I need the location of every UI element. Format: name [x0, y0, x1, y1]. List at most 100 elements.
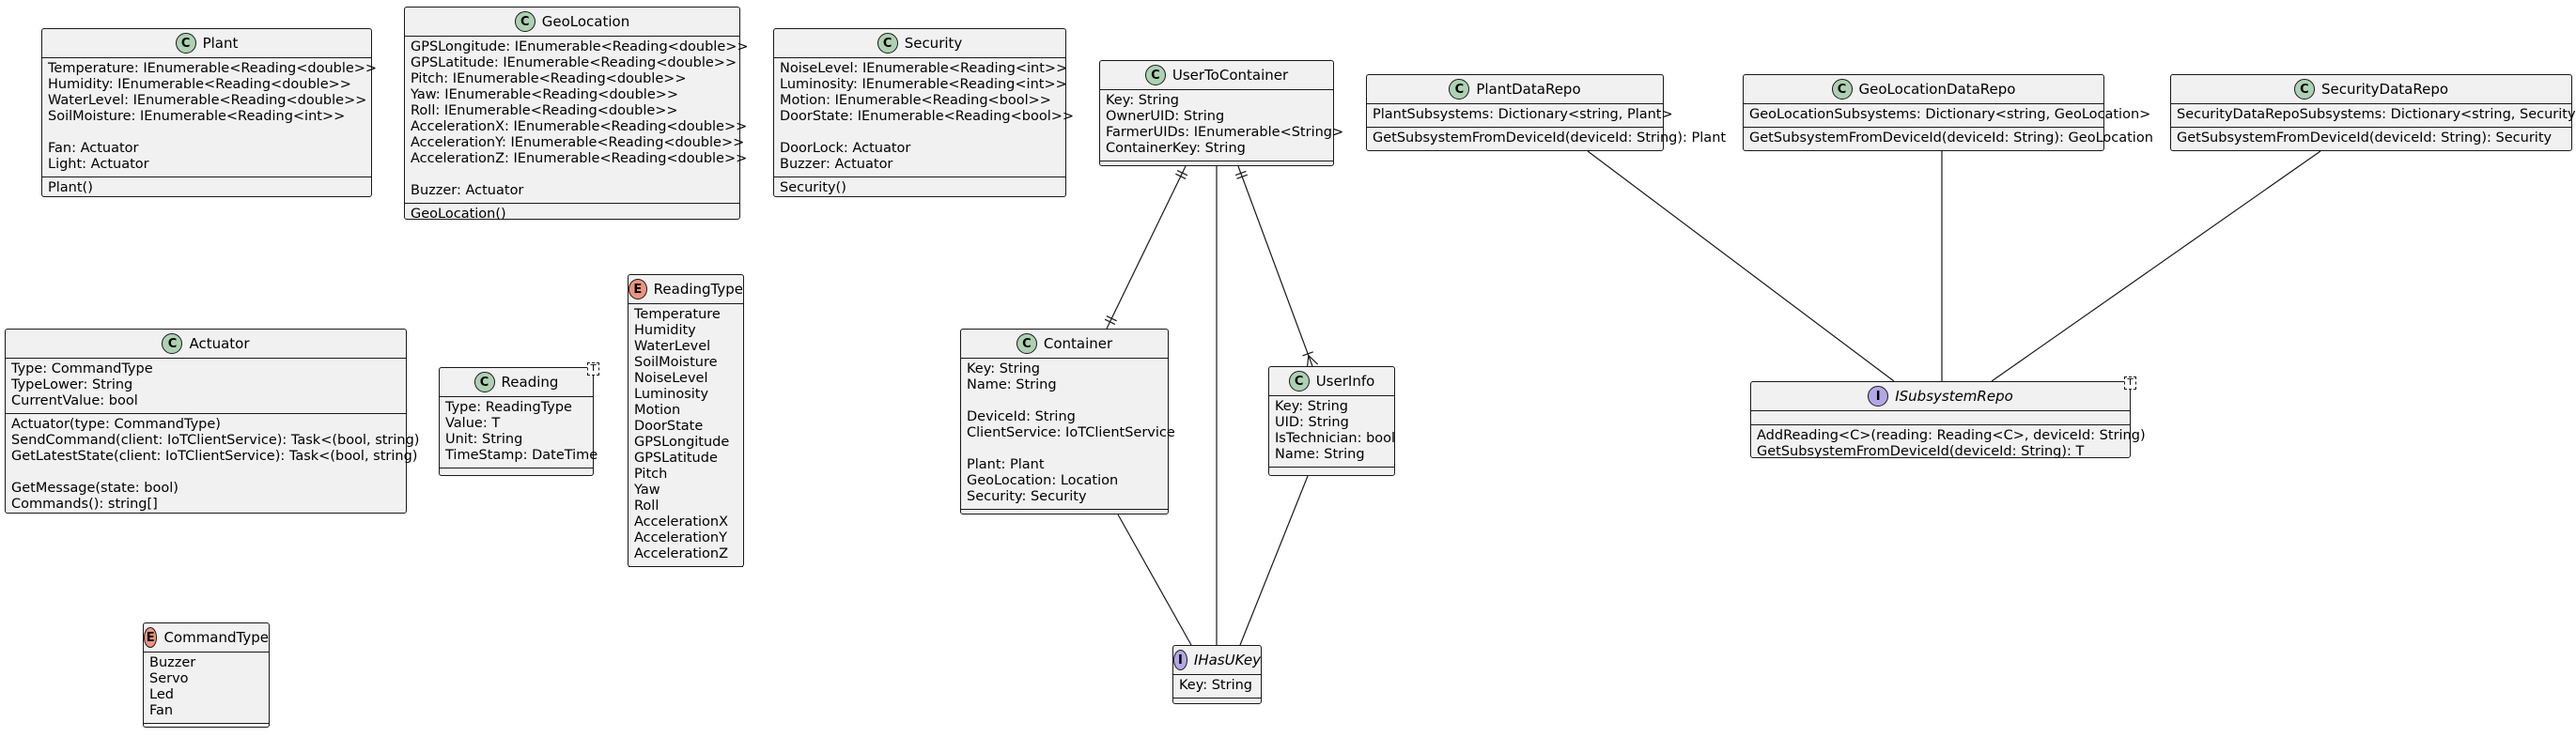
class-name: Reading	[501, 374, 559, 391]
member-field: Key: String	[967, 361, 1041, 376]
member-method: Plant()	[48, 180, 93, 195]
member-field: Key: String	[1106, 93, 1180, 108]
member-field: AccelerationZ	[634, 546, 729, 561]
member-field: Temperature: IEnumerable<Reading<double>…	[48, 61, 378, 76]
methods-section	[961, 510, 1168, 523]
member-field	[967, 393, 1162, 409]
member-field: Fan: Actuator	[48, 141, 139, 156]
member-field: WaterLevel: IEnumerable<Reading<double>>	[48, 93, 367, 108]
member-field: TimeStamp: DateTime	[445, 448, 598, 463]
class-icon: C	[1144, 65, 1166, 85]
class-name: SecurityDataRepo	[2320, 81, 2449, 98]
methods-section	[144, 724, 269, 737]
member-field: Motion: IEnumerable<Reading<bool>>	[780, 93, 1051, 108]
member-field: Type: ReadingType	[445, 400, 572, 415]
member-field: Unit: String	[445, 432, 523, 447]
template-parameter: T	[2124, 376, 2136, 390]
relation-userinfo-ihasukey	[1239, 475, 1309, 646]
member-field: AccelerationZ: IEnumerable<Reading<doubl…	[411, 151, 748, 166]
member-field: DoorState	[634, 419, 704, 434]
class-icon: C	[1288, 371, 1310, 392]
member-field: Plant: Plant	[967, 457, 1045, 472]
methods-section: Plant()	[42, 177, 371, 200]
class-name: Plant	[202, 35, 239, 52]
class-header: E CommandType	[144, 623, 269, 653]
member-method: GetMessage(state: bool)	[11, 481, 178, 496]
relation-usertocontainer-container	[1106, 165, 1187, 330]
fields-section: Temperature: IEnumerable<Reading<double>…	[42, 58, 378, 177]
relation-securitydatarepo-isubsystemrepo	[1991, 150, 2321, 382]
member-field: Fan	[149, 703, 174, 718]
member-method: SendCommand(client: IoTClientService): T…	[11, 433, 420, 448]
member-field: GeoLocation: Location	[967, 473, 1119, 488]
fields-section	[1751, 411, 2130, 425]
member-field	[967, 441, 1162, 457]
methods-section: Actuator(type: CommandType)SendCommand(c…	[6, 414, 420, 516]
member-field: IsTechnician: bool	[1275, 431, 1396, 446]
crowfoot-mark	[1308, 355, 1319, 365]
member-field: ContainerKey: String	[1106, 141, 1246, 156]
member-field: CurrentValue: bool	[11, 393, 138, 408]
member-method: GetSubsystemFromDeviceId(deviceId: Strin…	[1749, 131, 2153, 146]
member-field: Light: Actuator	[48, 157, 149, 172]
multiplicity-mark	[1104, 318, 1116, 325]
interface-icon: I	[1868, 386, 1889, 407]
enum-icon: E	[144, 627, 158, 648]
member-field: TypeLower: String	[11, 377, 133, 392]
member-field: SecurityDataRepoSubsystems: Dictionary<s…	[2177, 107, 2576, 122]
class-header: C SecurityDataRepo	[2171, 75, 2571, 104]
member-field: AccelerationX: IEnumerable<Reading<doubl…	[411, 119, 748, 134]
member-field: Pitch	[634, 467, 668, 482]
member-field: GPSLongitude: IEnumerable<Reading<double…	[411, 39, 749, 54]
member-method: GetLatestState(client: IoTClientService)…	[11, 449, 418, 464]
methods-section: Security()	[774, 177, 1065, 200]
class-name: CommandType	[163, 629, 269, 646]
member-method: GeoLocation()	[411, 207, 506, 222]
member-field: UID: String	[1275, 415, 1349, 430]
relation-plantdatarepo-isubsystemrepo	[1587, 150, 1895, 382]
member-field: Temperature	[634, 307, 721, 322]
class-name: IHasUKey	[1193, 652, 1261, 668]
class-icon: C	[514, 11, 535, 32]
multiplicity-mark	[1236, 174, 1249, 179]
fields-section: NoiseLevel: IEnumerable<Reading<int>>Lum…	[774, 58, 1074, 177]
member-field: Key: String	[1275, 399, 1349, 414]
member-field: GeoLocationSubsystems: Dictionary<string…	[1749, 107, 2151, 122]
member-method: Actuator(type: CommandType)	[11, 417, 221, 432]
methods-section: GetSubsystemFromDeviceId(deviceId: Strin…	[1367, 128, 1726, 150]
member-method: Security()	[780, 180, 846, 195]
member-field: Luminosity	[634, 387, 709, 402]
class-icon: C	[877, 33, 898, 54]
template-parameter: T	[587, 362, 599, 376]
multiplicity-mark	[1106, 315, 1117, 322]
member-field: Yaw: IEnumerable<Reading<double>>	[411, 87, 679, 102]
class-name: ReadingType	[653, 281, 743, 298]
member-method: Commands(): string[]	[11, 497, 158, 512]
member-field: Pitch: IEnumerable<Reading<double>>	[411, 71, 687, 86]
member-field	[411, 167, 734, 183]
class-icon: C	[1831, 79, 1853, 100]
class-icon: C	[2293, 79, 2315, 100]
member-method	[11, 465, 400, 481]
class-icon: C	[1449, 79, 1470, 100]
class-name: Container	[1043, 335, 1113, 352]
interface-icon: I	[1173, 650, 1187, 670]
member-field: NoiseLevel: IEnumerable<Reading<int>>	[780, 61, 1068, 76]
